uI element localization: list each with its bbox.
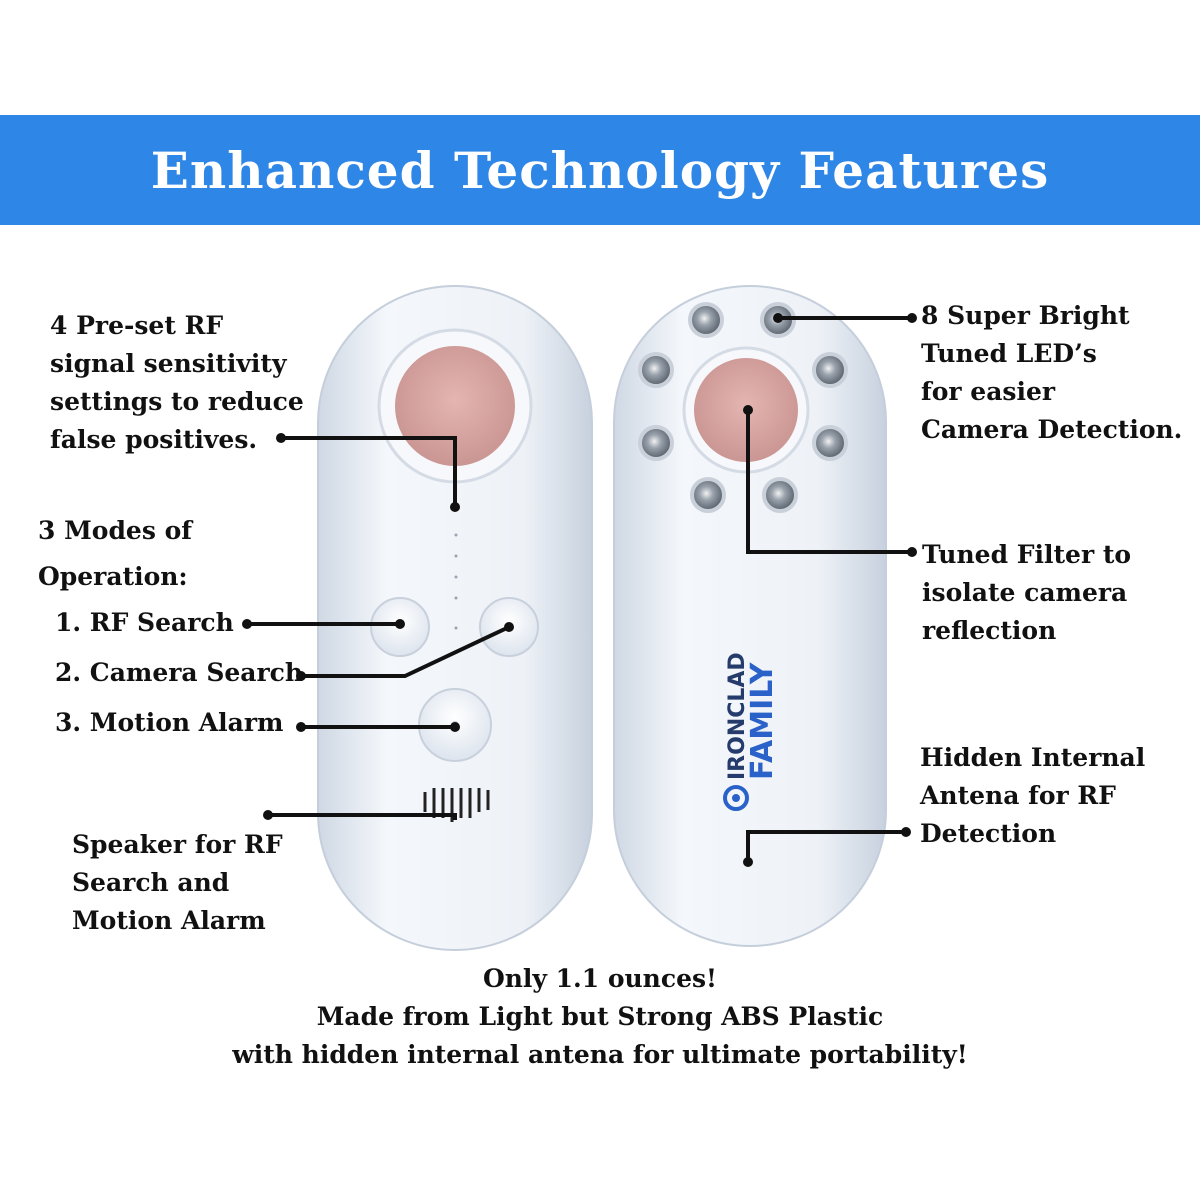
device-front-body [317, 285, 593, 951]
banner-title: Enhanced Technology Features [150, 140, 1050, 200]
footer-line2: Made from Light but Strong ABS Plastic [316, 1002, 884, 1031]
footer-text: Only 1.1 ounces! Made from Light but Str… [0, 960, 1200, 1074]
callout-motion-alarm: 3. Motion Alarm [55, 708, 284, 737]
callout-leds: 8 Super Bright Tuned LED’s for easier Ca… [921, 301, 1183, 444]
callout-filter: Tuned Filter to isolate camera reflectio… [922, 540, 1132, 645]
pointer-camera-search [301, 625, 510, 678]
callout-antenna: Hidden Internal Antena for RF Detection [920, 743, 1146, 848]
callout-lines [247, 316, 912, 862]
title-banner: Enhanced Technology Features [0, 115, 1200, 225]
led-ring [638, 302, 848, 513]
brand-line2: FAMILY [745, 661, 780, 780]
sensitivity-led-dots [454, 533, 458, 630]
pointer-speaker [268, 813, 457, 820]
brand-logo: IRONCLAD FAMILY [723, 652, 780, 811]
footer-line1: Only 1.1 ounces! [482, 964, 718, 993]
device-front [317, 285, 593, 951]
pointer-antenna [746, 830, 906, 862]
callout-speaker: Speaker for RF Search and Motion Alarm [72, 830, 283, 935]
callout-modes-heading: 3 Modes of Operation: [38, 516, 193, 591]
brand-logo-icon [723, 785, 749, 811]
pointer-filter [746, 410, 912, 554]
callout-rf-search: 1. RF Search [55, 608, 234, 637]
footer-line3: with hidden internal antena for ultimate… [232, 1040, 968, 1069]
pointer-rf-sensitivity [281, 436, 457, 505]
callout-rf-sensitivity: 4 Pre-set RF signal sensitivity settings… [50, 311, 304, 454]
callout-dots [242, 313, 917, 867]
callout-camera-search: 2. Camera Search [55, 658, 304, 687]
brand-line1: IRONCLAD [725, 652, 750, 780]
